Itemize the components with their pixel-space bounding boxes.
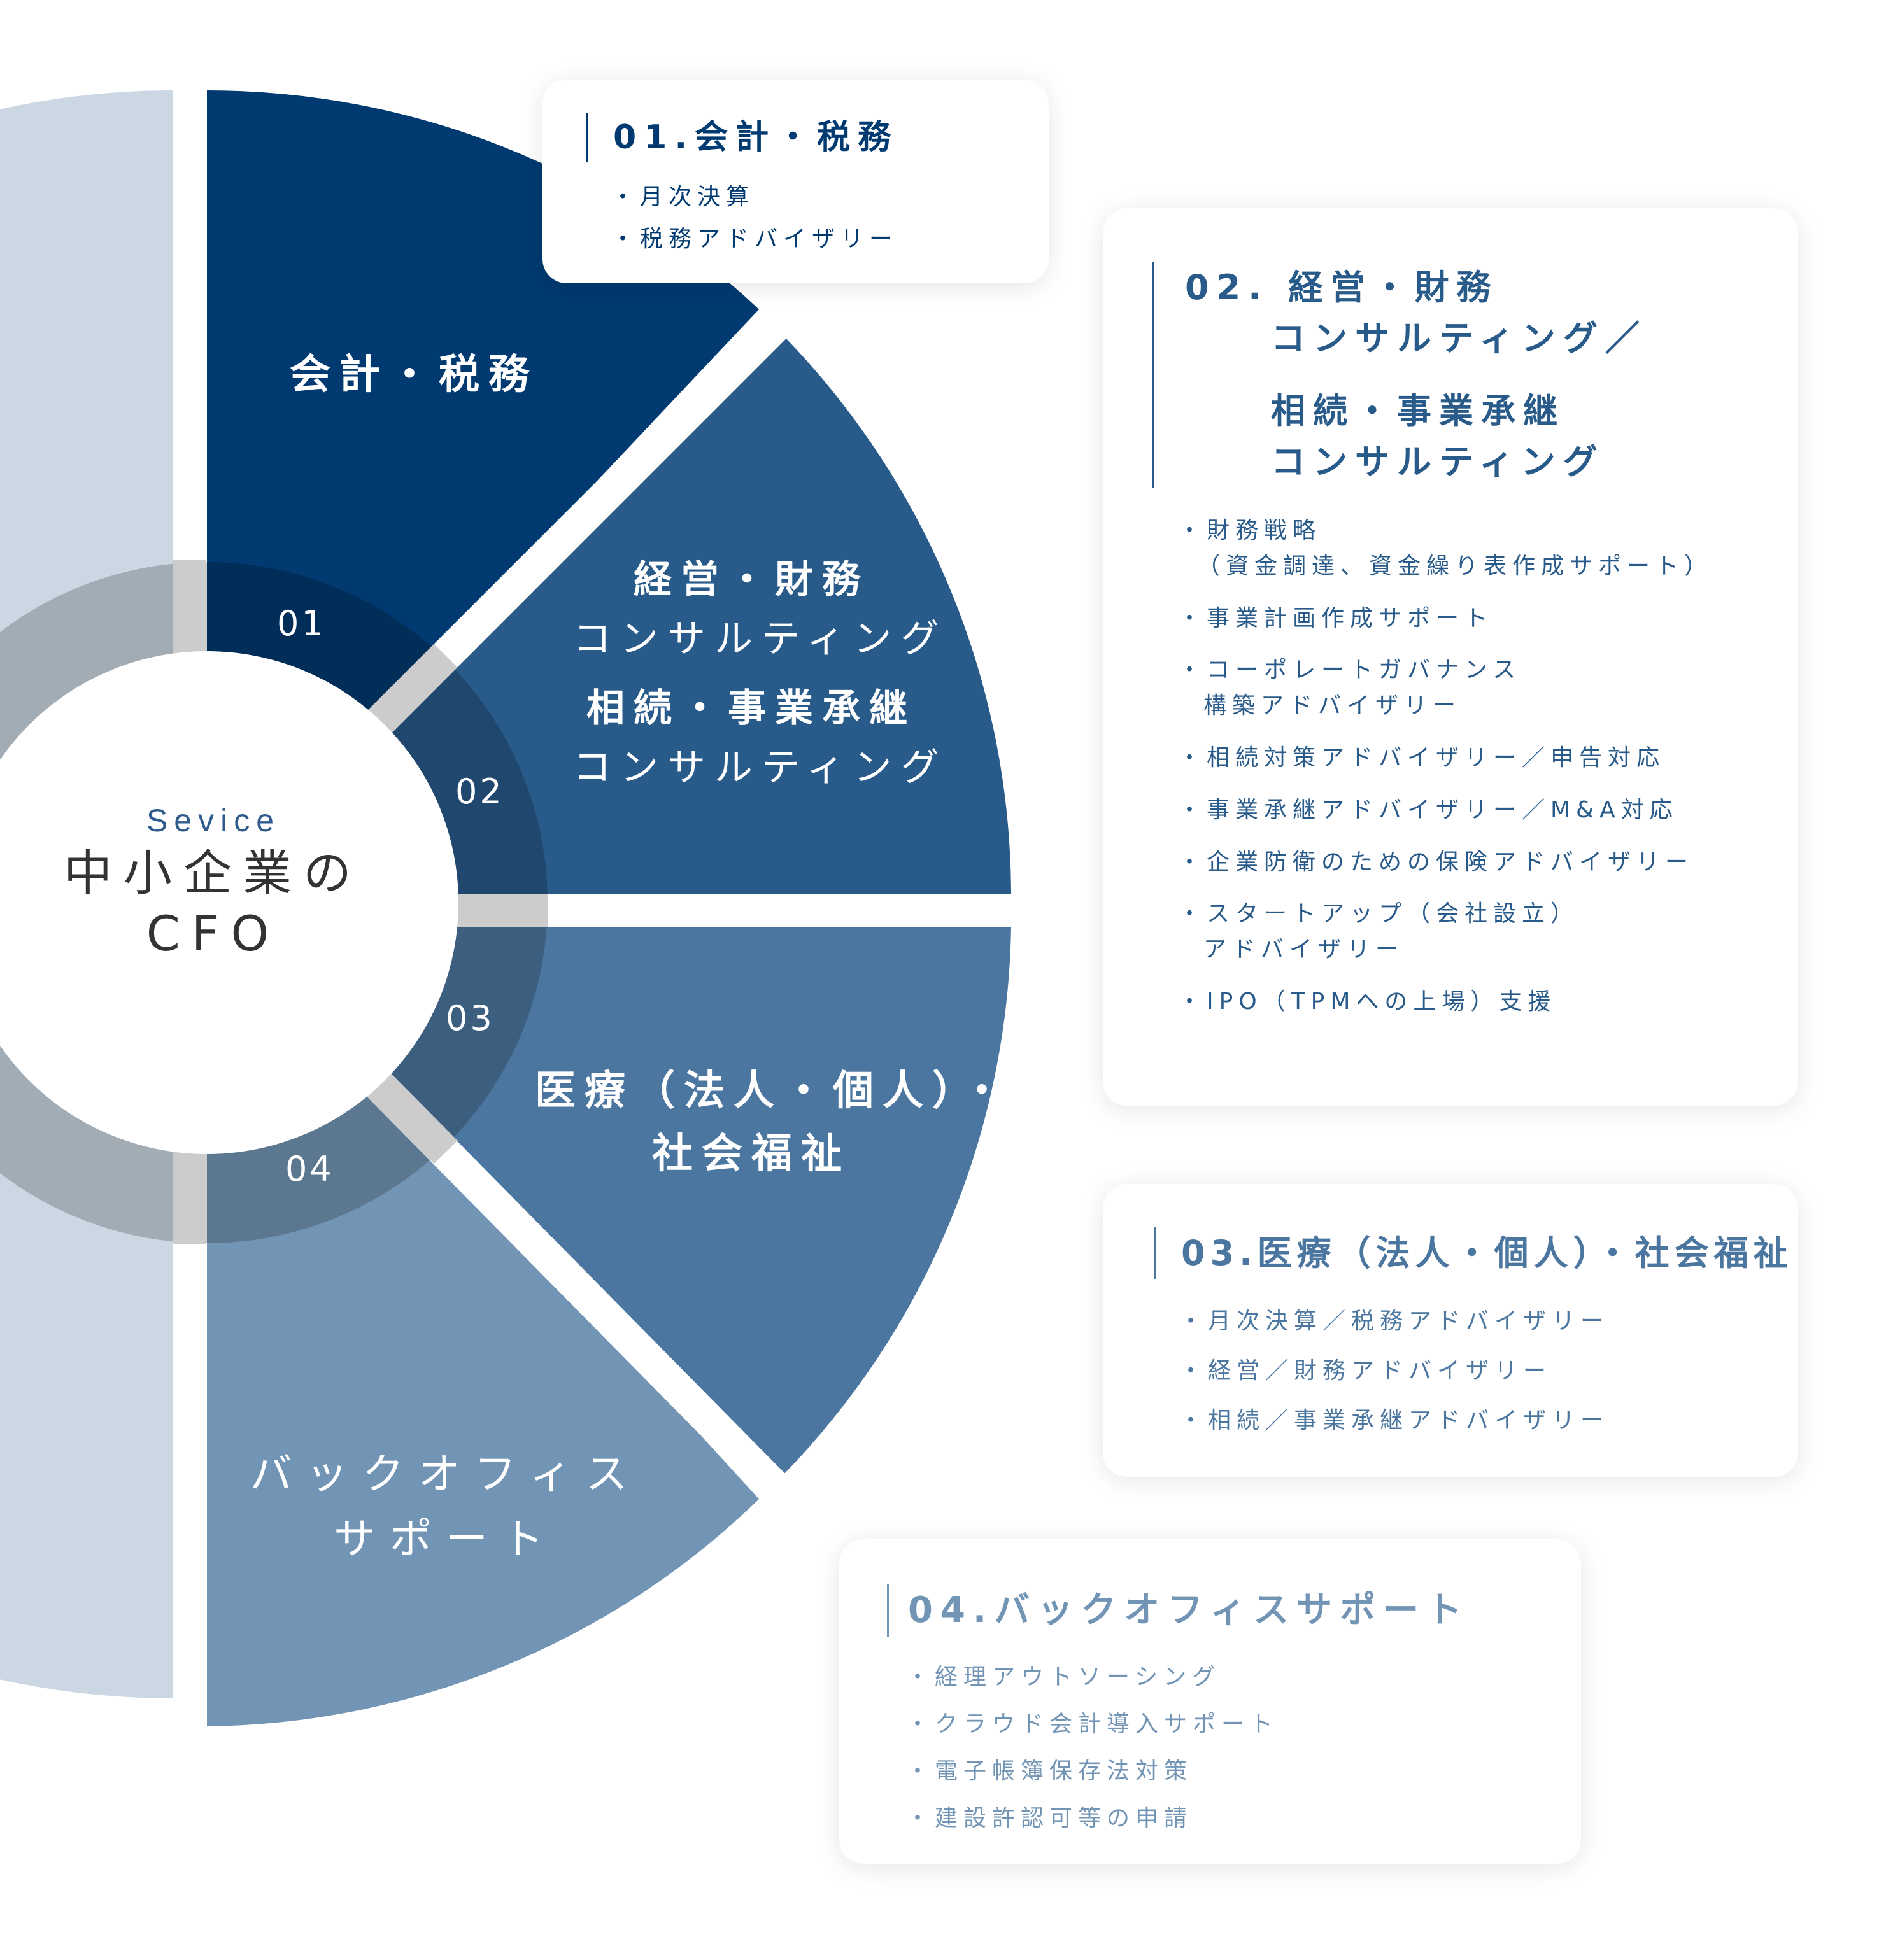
card-03-list: ・月次決算／税務アドバイザリー ・経営／財務アドバイザリー ・相続／事業承継アド… <box>1154 1297 1798 1446</box>
list-item: ・電子帳簿保存法対策 <box>906 1758 1193 1784</box>
list-item: ・財務戦略（資金調達、資金繰り表作成サポート） <box>1178 518 1713 579</box>
list-item: ・事業承継アドバイザリー／M&A対応 <box>1178 796 1678 823</box>
segment-01-label: 会計・税務 <box>290 351 538 398</box>
card-03-title: 03.医療（法人・個人）・社会福祉 <box>1154 1227 1798 1279</box>
list-item: ・事業計画作成サポート <box>1178 605 1494 631</box>
list-item: ・経営／財務アドバイザリー <box>1179 1358 1552 1384</box>
list-item: ・コーポレートガバナンス構築アドバイザリー <box>1178 657 1522 719</box>
list-item: ・スタートアップ（会社設立）アドバイザリー <box>1178 901 1580 963</box>
segment-01-number: 01 <box>277 603 326 644</box>
card-02-list: ・財務戦略（資金調達、資金繰り表作成サポート） ・事業計画作成サポート ・コーポ… <box>1152 513 1798 1020</box>
list-item: ・建設許認可等の申請 <box>906 1805 1193 1831</box>
segment-02-number: 02 <box>455 772 504 812</box>
center-circle <box>0 651 458 1154</box>
list-item: ・月次決算／税務アドバイザリー <box>1179 1308 1610 1334</box>
center-subtitle: Sevice <box>146 803 281 838</box>
list-item: ・IPO（TPMへの上場）支援 <box>1178 988 1557 1015</box>
segment-03-label: 医療（法人・個人）・ 社会福祉 <box>535 1068 1011 1178</box>
segment-04-number: 04 <box>285 1149 334 1189</box>
card-01-list: ・月次決算 ・税務アドバイザリー <box>586 176 1049 260</box>
list-item: ・相続／事業承継アドバイザリー <box>1179 1407 1610 1434</box>
card-04-back-office: 04.バックオフィスサポート ・経理アウトソーシング ・クラウド会計導入サポート… <box>839 1539 1581 1864</box>
list-item: ・企業防衛のための保険アドバイザリー <box>1178 849 1694 875</box>
list-item: ・月次決算 <box>611 184 755 210</box>
segment-02-label: 経営・財務 コンサルティング 相続・事業承継 コンサルティング <box>573 558 948 790</box>
card-04-list: ・経理アウトソーシング ・クラウド会計導入サポート ・電子帳簿保存法対策 ・建設… <box>887 1654 1581 1842</box>
card-04-title: 04.バックオフィスサポート <box>887 1584 1581 1637</box>
card-03-medical-welfare: 03.医療（法人・個人）・社会福祉 ・月次決算／税務アドバイザリー ・経営／財務… <box>1103 1184 1798 1477</box>
card-02-title: 02. 経営・財務 コンサルティング／ 相続・事業承継 コンサルティング <box>1152 262 1798 488</box>
list-item: ・税務アドバイザリー <box>611 226 898 252</box>
list-item: ・相続対策アドバイザリー／申告対応 <box>1178 744 1666 771</box>
list-item: ・経理アウトソーシング <box>906 1664 1221 1690</box>
list-item: ・クラウド会計導入サポート <box>906 1711 1279 1737</box>
segment-03-number: 03 <box>446 998 495 1038</box>
segment-04-label: バックオフィス サポート <box>250 1449 642 1564</box>
card-02-management-finance: 02. 経営・財務 コンサルティング／ 相続・事業承継 コンサルティング ・財務… <box>1103 208 1798 1106</box>
center-title: 中小企業の CFO <box>64 845 363 962</box>
center-text: Sevice 中小企業の CFO <box>0 802 427 964</box>
card-01-accounting-tax: 01.会計・税務 ・月次決算 ・税務アドバイザリー <box>542 80 1049 283</box>
card-01-title: 01.会計・税務 <box>586 113 1049 162</box>
